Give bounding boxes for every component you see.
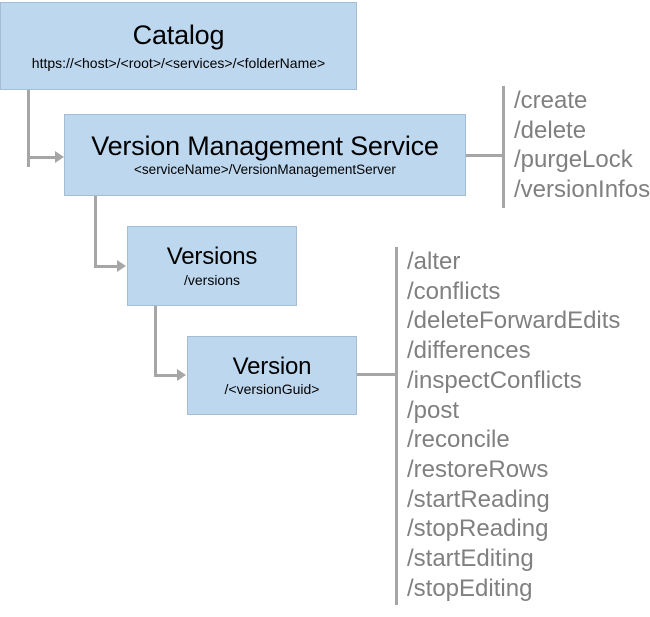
operation-item: /alter bbox=[407, 248, 461, 275]
connector-vms-to-versions-horizontal bbox=[94, 265, 118, 268]
operations-list-bar bbox=[395, 247, 398, 605]
operations-list-items: /create/delete/purgeLock/versionInfos bbox=[505, 86, 650, 208]
operation-item: /startReading bbox=[407, 485, 550, 513]
operation-item: /startEditing bbox=[407, 545, 534, 573]
operation-item: /purgeLock bbox=[514, 146, 633, 173]
connector-vms-to-operations bbox=[466, 154, 504, 157]
node-version-subtitle: /<versionGuid> bbox=[224, 381, 320, 398]
connector-vms-to-versions-vertical bbox=[94, 196, 97, 268]
node-version: Version /<versionGuid> bbox=[187, 336, 357, 415]
arrowhead-catalog-to-vms-icon bbox=[55, 151, 64, 163]
operation-item: /post bbox=[407, 396, 460, 424]
operation-item: /inspectConflicts bbox=[407, 366, 582, 394]
operations-list-version-management-service: /create/delete/purgeLock/versionInfos bbox=[502, 86, 650, 208]
operations-list-version: /alter/conflicts/deleteForwardEdits/diff… bbox=[395, 247, 620, 605]
operation-item: /stopReading bbox=[407, 515, 549, 543]
node-version-management-service: Version Management Service <serviceName>… bbox=[64, 114, 466, 196]
operation-item: /create bbox=[514, 87, 588, 114]
arrowhead-versions-to-version-icon bbox=[177, 369, 186, 381]
operation-item: /differences bbox=[407, 337, 531, 365]
operation-item: /stopEditing bbox=[407, 574, 533, 602]
connector-catalog-to-vms-horizontal bbox=[27, 156, 56, 159]
operation-item: /deleteForwardEdits bbox=[407, 307, 621, 335]
node-version-management-service-subtitle: <serviceName>/VersionManagementServer bbox=[134, 162, 396, 178]
operations-list-bar bbox=[502, 86, 505, 208]
node-catalog: Catalog https://<host>/<root>/<services>… bbox=[0, 2, 357, 90]
operation-item: /delete bbox=[514, 116, 587, 144]
connector-catalog-to-vms-vertical bbox=[27, 89, 30, 167]
node-version-title: Version bbox=[232, 352, 312, 380]
connector-versions-to-version-vertical bbox=[154, 306, 157, 377]
node-versions-title: Versions bbox=[166, 243, 258, 271]
node-versions: Versions /versions bbox=[127, 226, 297, 306]
node-catalog-subtitle: https://<host>/<root>/<services>/<folder… bbox=[31, 54, 326, 71]
operation-item: /versionInfos bbox=[514, 175, 650, 203]
connector-version-to-operations bbox=[357, 373, 397, 376]
arrowhead-vms-to-versions-icon bbox=[117, 260, 126, 272]
node-catalog-title: Catalog bbox=[132, 20, 225, 51]
operation-item: /reconcile bbox=[407, 426, 510, 454]
connector-versions-to-version-horizontal bbox=[154, 374, 178, 377]
operations-list-items: /alter/conflicts/deleteForwardEdits/diff… bbox=[398, 247, 620, 605]
operation-item: /conflicts bbox=[407, 277, 501, 305]
node-versions-subtitle: /versions bbox=[183, 271, 241, 288]
operation-item: /restoreRows bbox=[407, 455, 549, 483]
node-version-management-service-title: Version Management Service bbox=[91, 131, 439, 162]
